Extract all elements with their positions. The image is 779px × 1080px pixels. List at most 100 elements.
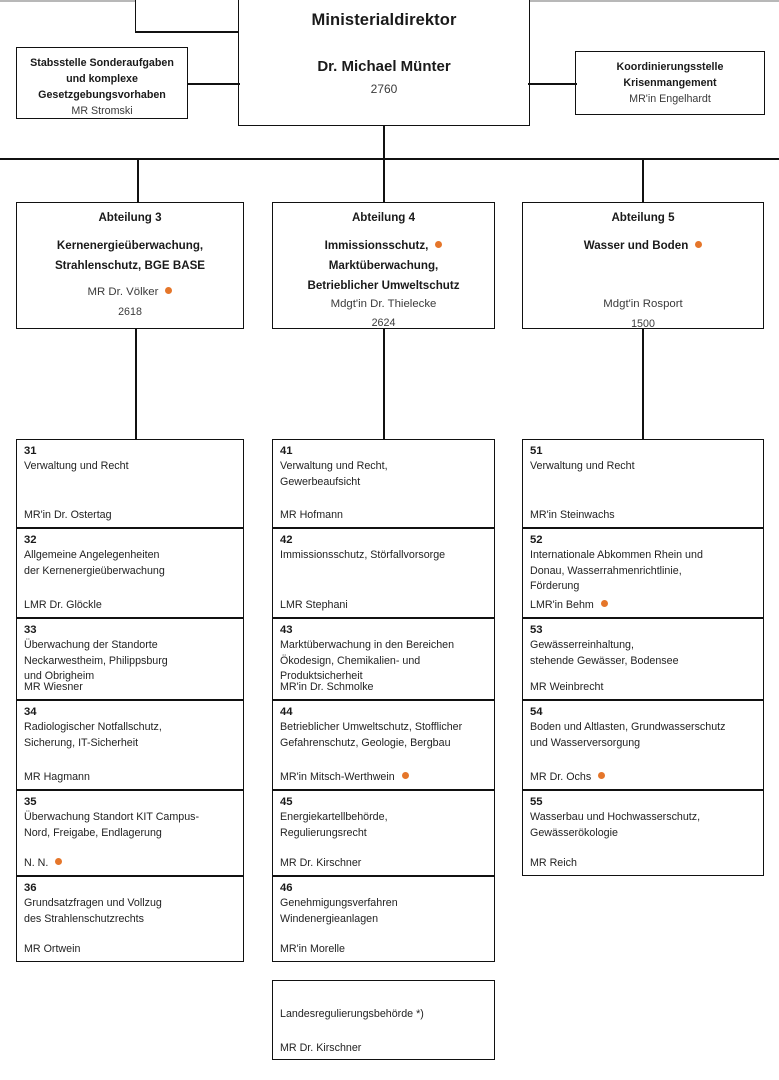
unit-32-person-name: LMR Dr. Glöckle xyxy=(24,598,102,611)
abteilung-5-number: Abteilung 5 xyxy=(611,211,675,224)
unit-33-person: MR Wiesner xyxy=(24,680,83,696)
department-box-abteilung-3[interactable]: Abteilung 3 Kernenergieüberwachung, Stra… xyxy=(16,202,244,329)
unit-45-person: MR Dr. Kirschner xyxy=(280,856,361,872)
staff-right-person: MR'in Engelhardt xyxy=(629,93,711,105)
connector-head-to-staff-right xyxy=(528,83,577,85)
unit-31-number: 31 xyxy=(24,445,37,457)
abteilung-3-number: Abteilung 3 xyxy=(98,211,162,224)
abteilung-4-title-line1-row: Immissionsschutz, xyxy=(279,236,488,256)
staff-left-person: MR Stromski xyxy=(71,105,133,117)
abteilung-4-title-line1: Immissionsschutz, xyxy=(324,239,429,252)
unit-44-task-line-1: Betrieblicher Umweltschutz, Stofflicher xyxy=(280,721,463,733)
unit-36-number: 36 xyxy=(24,882,37,894)
standalone-person: MR Dr. Kirschner xyxy=(280,1042,362,1054)
orange-marker-dot xyxy=(695,241,703,248)
unit-34-number: 34 xyxy=(24,706,37,718)
unit-35-person: N. N. xyxy=(24,856,63,872)
superior-box-stub xyxy=(135,0,239,32)
unit-41-person-name: MR Hofmann xyxy=(280,508,343,521)
unit-36-task-line-2: des Strahlenschutzrechts xyxy=(24,912,144,925)
orange-marker-dot xyxy=(598,771,606,779)
unit-35-number: 35 xyxy=(24,796,37,808)
unit-35-task-line-1: Überwachung Standort KIT Campus- xyxy=(24,811,200,823)
staff-unit-krisenmanagement[interactable]: Koordinierungsstelle Krisenmangement MR'… xyxy=(575,51,765,115)
unit-55-task-line-1: Wasserbau und Hochwasserschutz, xyxy=(530,811,701,823)
unit-45-number: 45 xyxy=(280,796,293,808)
unit-43-task-line-1: Marktüberwachung in den Bereichen xyxy=(280,639,455,651)
unit-51-person: MR'in Steinwachs xyxy=(530,508,615,524)
unit-44-person-name: MR'in Mitsch-Werthwein xyxy=(280,770,395,783)
staff-right-line1: Koordinierungsstelle xyxy=(616,61,724,73)
unit-53-task-line-1: Gewässerreinhaltung, xyxy=(530,639,634,651)
unit-31-person: MR'in Dr. Ostertag xyxy=(24,508,112,524)
orange-marker-dot xyxy=(435,241,443,248)
department-box-abteilung-4[interactable]: Abteilung 4 Immissionsschutz, Marktüberw… xyxy=(272,202,495,329)
unit-34-task-line-1: Radiologischer Notfallschutz, xyxy=(24,721,162,733)
unit-45-task-line-1: Energiekartellbehörde, xyxy=(280,811,388,823)
orange-marker-dot xyxy=(55,857,63,865)
unit-43-number: 43 xyxy=(280,624,293,636)
unit-36-person: MR Ortwein xyxy=(24,942,80,958)
unit-31-person-name: MR'in Dr. Ostertag xyxy=(24,508,112,521)
unit-32-person: LMR Dr. Glöckle xyxy=(24,598,102,614)
unit-44-task-line-2: Gefahrenschutz, Geologie, Bergbau xyxy=(280,736,451,749)
staff-left-line2: und komplexe xyxy=(66,73,138,85)
unit-33-person-name: MR Wiesner xyxy=(24,680,83,693)
unit-33-task-line-2: Neckarwestheim, Philippsburg xyxy=(24,654,168,667)
unit-42-number: 42 xyxy=(280,534,293,546)
unit-55-person-name: MR Reich xyxy=(530,856,577,869)
unit-42-person: LMR Stephani xyxy=(280,598,348,614)
unit-32-task-line-2: der Kernenergieüberwachung xyxy=(24,564,165,577)
unit-53-person-name: MR Weinbrecht xyxy=(530,680,604,693)
staff-unit-sonderaufgaben[interactable]: Stabsstelle Sonderaufgaben und komplexe … xyxy=(16,47,188,119)
unit-51-number: 51 xyxy=(530,445,543,457)
abteilung-5-title-line1-row: Wasser und Boden xyxy=(529,236,757,256)
unit-46-task-line-1: Genehmigungsverfahren xyxy=(280,897,398,909)
head-box[interactable]: Ministerialdirektor Dr. Michael Münter 2… xyxy=(238,0,530,126)
connector-bus-to-abteilung-4 xyxy=(383,158,385,203)
unit-41-task-line-1: Verwaltung und Recht, xyxy=(280,460,388,472)
unit-55-person: MR Reich xyxy=(530,856,577,872)
connector-head-to-staff-left xyxy=(188,83,240,85)
abteilung-3-person-row: MR Dr. Völker xyxy=(23,284,237,300)
abteilung-4-person: Mdgt'in Dr. Thielecke xyxy=(330,298,437,310)
connector-head-trunk xyxy=(383,126,385,159)
standalone-box-landesregulierungsbehoerde[interactable]: Landesregulierungsbehörde *) MR Dr. Kirs… xyxy=(272,980,495,1060)
head-name: Dr. Michael Münter xyxy=(317,58,451,75)
connector-bus-to-abteilung-3 xyxy=(137,158,139,203)
unit-44-person: MR'in Mitsch-Werthwein xyxy=(280,770,409,786)
unit-52-task-line-3: Förderung xyxy=(530,580,580,592)
unit-33-number: 33 xyxy=(24,624,37,636)
unit-34-task-line-2: Sicherung, IT-Sicherheit xyxy=(24,736,139,749)
abteilung-4-extension: 2624 xyxy=(371,317,396,329)
unit-54-task-line-1: Boden und Altlasten, Grundwasserschutz xyxy=(530,721,726,733)
unit-53-task-line-2: stehende Gewässer, Bodensee xyxy=(530,654,679,667)
abteilung-4-title-line2: Marktüberwachung, xyxy=(328,259,439,272)
unit-42-task-line-1: Immissionsschutz, Störfallvorsorge xyxy=(280,549,446,561)
unit-46-task-line-2: Windenergieanlagen xyxy=(280,912,379,925)
abteilung-3-person: MR Dr. Völker xyxy=(87,286,159,298)
department-box-abteilung-5[interactable]: Abteilung 5 Wasser und Boden Mdgt'in Ros… xyxy=(522,202,764,329)
orange-marker-dot xyxy=(600,599,608,607)
unit-45-person-name: MR Dr. Kirschner xyxy=(280,856,362,869)
abteilung-4-number: Abteilung 4 xyxy=(351,211,416,224)
abteilung-3-extension: 2618 xyxy=(118,306,142,318)
